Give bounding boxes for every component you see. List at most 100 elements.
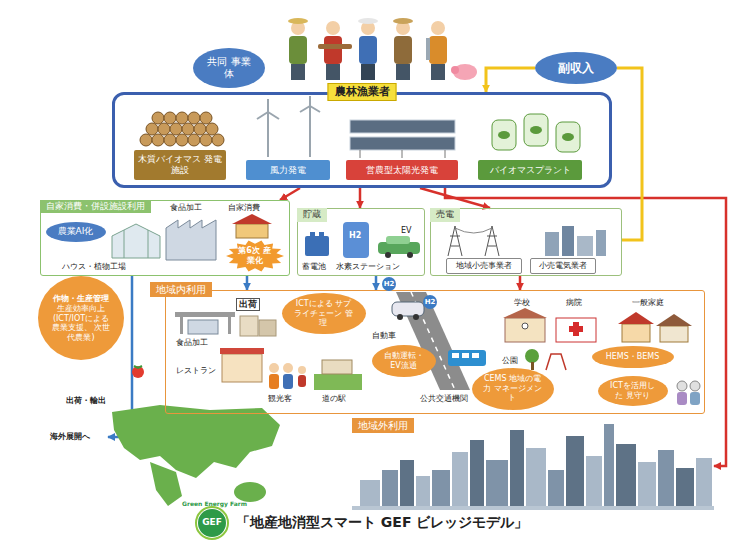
node-text: CEMS 地域の電力 マネージメント	[483, 374, 543, 403]
local-scene	[618, 312, 654, 324]
local-scene	[298, 366, 306, 374]
local-scene	[298, 375, 306, 387]
local-scene	[531, 362, 534, 370]
farmer-figures	[291, 64, 305, 80]
panel-heading: 売電	[430, 208, 460, 222]
farmer-figures	[429, 36, 447, 64]
greenhouse-factory-house	[148, 230, 149, 258]
solar-panels	[402, 150, 403, 158]
local-scene	[660, 326, 688, 342]
local-scene	[392, 302, 424, 316]
wood-logs	[188, 134, 200, 146]
export-arrow-and-map	[132, 366, 144, 378]
callout-ellipse: CEMS 地域の電力 マネージメント	[472, 368, 554, 410]
storage-icons	[386, 236, 410, 244]
scene-label: 海外展開へ	[50, 432, 90, 442]
farmer-figures	[426, 38, 430, 60]
farmer-figures	[288, 18, 477, 80]
text-holder: 第6次 産業化	[226, 240, 284, 272]
local-scene	[522, 323, 528, 329]
text-holder: HEMS・BEMS	[592, 346, 674, 368]
scene-label: 出荷	[236, 298, 260, 311]
local-scene	[503, 308, 547, 318]
node-text: HEMS・BEMS	[606, 352, 660, 362]
local-scene	[656, 314, 692, 326]
partner-ellipse: 共同 事業体	[193, 48, 265, 88]
flow-arrow	[445, 188, 726, 466]
panel-heading: 貯蔵	[297, 208, 327, 222]
callout-ellipse: ICTによる サプライチェーン 管理	[282, 293, 366, 335]
retailer-box: 地域小売事業者	[446, 258, 522, 274]
biomass-bags	[492, 120, 516, 150]
city-skyline	[548, 470, 564, 506]
wind-turbines	[257, 96, 320, 157]
local-scene	[472, 353, 479, 358]
city-skyline	[510, 430, 524, 506]
biomass-bags	[492, 114, 580, 152]
management-ellipse: 作物・生産管理生産効率向上 (ICT/IOTによる 農業支援、 次世代農業)	[38, 276, 124, 360]
scene-label: ハウス・植物工場	[60, 262, 128, 272]
solar-panels	[350, 120, 455, 133]
city-skyline	[616, 444, 636, 506]
city-skyline	[604, 424, 614, 506]
storage-icons	[407, 252, 413, 258]
wind-turbines	[309, 106, 311, 157]
outside-panel: 地域外利用	[352, 418, 714, 512]
text-holder: 作物・生産管理生産効率向上 (ICT/IOTによる 農業支援、 次世代農業)	[38, 276, 124, 360]
local-scene	[690, 381, 700, 391]
greenhouse-factory-house	[112, 224, 160, 258]
wind-turbines	[267, 99, 269, 112]
local-scene	[240, 316, 258, 336]
panel-heading: 地域外利用	[352, 418, 414, 433]
node-text: 地域小売事業者	[456, 261, 512, 271]
facility-box: 営農型太陽光発電	[346, 160, 458, 180]
local-scene	[220, 348, 264, 354]
flow-arrow	[375, 276, 378, 290]
biomass-bags	[524, 114, 548, 146]
node-text: 副収入	[558, 61, 594, 75]
storage-icons	[343, 222, 369, 258]
local-scene	[413, 314, 419, 320]
wood-logs	[164, 134, 176, 146]
scene-label: H2	[349, 231, 361, 241]
biomass-bags	[556, 122, 580, 152]
income-ellipse: 副収入	[535, 52, 617, 84]
wood-logs	[158, 123, 170, 135]
wood-logs	[140, 112, 224, 146]
city-skyline	[360, 480, 380, 506]
solar-panels	[360, 150, 361, 158]
farmer-figures	[431, 21, 445, 35]
local-scene	[556, 318, 596, 342]
local-scene	[175, 312, 235, 317]
farmer-figures	[326, 64, 340, 80]
node-text: ICTによる サプライチェーン 管理	[293, 299, 355, 328]
city-skyline	[566, 436, 584, 506]
panel-heading: 地域内利用	[150, 282, 212, 297]
local-scene	[569, 326, 583, 332]
text-holder: 副収入	[535, 52, 617, 84]
storage-icons	[319, 232, 324, 236]
biomass-bags	[530, 126, 542, 134]
storage-icons	[385, 252, 391, 258]
greenhouse-factory-house	[124, 230, 125, 258]
facility-box: バイオマスプラント	[478, 160, 582, 180]
power-towers-buildings	[455, 228, 492, 233]
text-holder: 自動運転・ EV流通	[372, 345, 436, 377]
scene-label: EV	[401, 226, 412, 236]
scene-label: レストラン	[176, 366, 216, 376]
retailer-box: 小売電気業者	[530, 258, 596, 274]
flow-arrow	[280, 188, 300, 200]
local-scene	[505, 318, 545, 342]
city-skyline	[382, 470, 398, 506]
local-scene	[269, 374, 279, 389]
city-skyline	[696, 458, 712, 506]
text-holder: 地域小売事業者	[447, 259, 521, 273]
wood-logs	[182, 123, 194, 135]
local-scene	[397, 314, 403, 320]
export-arrow-and-map	[150, 462, 182, 506]
node-text: 農業AI化	[58, 226, 94, 237]
export-arrow-and-map	[112, 405, 280, 478]
flow-arrow	[486, 68, 535, 92]
